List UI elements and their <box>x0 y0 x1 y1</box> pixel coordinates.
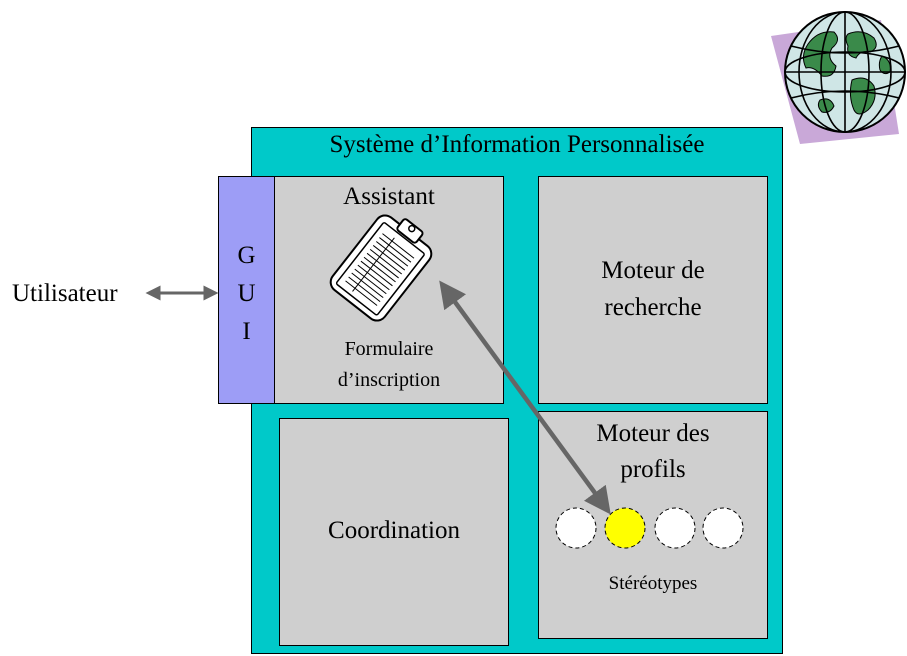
stereotype-circle-3 <box>654 507 696 549</box>
gui-bar <box>218 176 275 404</box>
user-label: Utilisateur <box>12 280 118 307</box>
globe-icon <box>771 11 906 144</box>
stereotypes-caption: Stéréotypes <box>608 573 698 594</box>
profile-engine-line1: Moteur des <box>596 420 710 447</box>
stereotype-circles <box>555 507 744 549</box>
gui-letter-g: G <box>237 242 256 269</box>
assistant-caption-line2: d’inscription <box>337 369 441 391</box>
gui-letter-u: U <box>237 280 256 307</box>
coordination-label: Coordination <box>328 517 460 544</box>
search-engine-line2: recherche <box>604 294 702 321</box>
stereotype-circle-4 <box>702 507 744 549</box>
assistant-title: Assistant <box>343 183 435 210</box>
stereotype-circle-1 <box>555 507 597 549</box>
clipboard-icon <box>329 214 433 322</box>
system-title: Système d’Information Personnalisée <box>329 131 705 158</box>
gui-letter-i: I <box>242 318 251 345</box>
assistant-caption-line1: Formulaire <box>344 338 434 360</box>
search-engine-line1: Moteur de <box>601 257 705 284</box>
assistant-profile-arrow <box>439 280 611 515</box>
stereotype-circle-2-highlighted <box>604 507 646 549</box>
profile-engine-line2: profils <box>620 456 686 483</box>
